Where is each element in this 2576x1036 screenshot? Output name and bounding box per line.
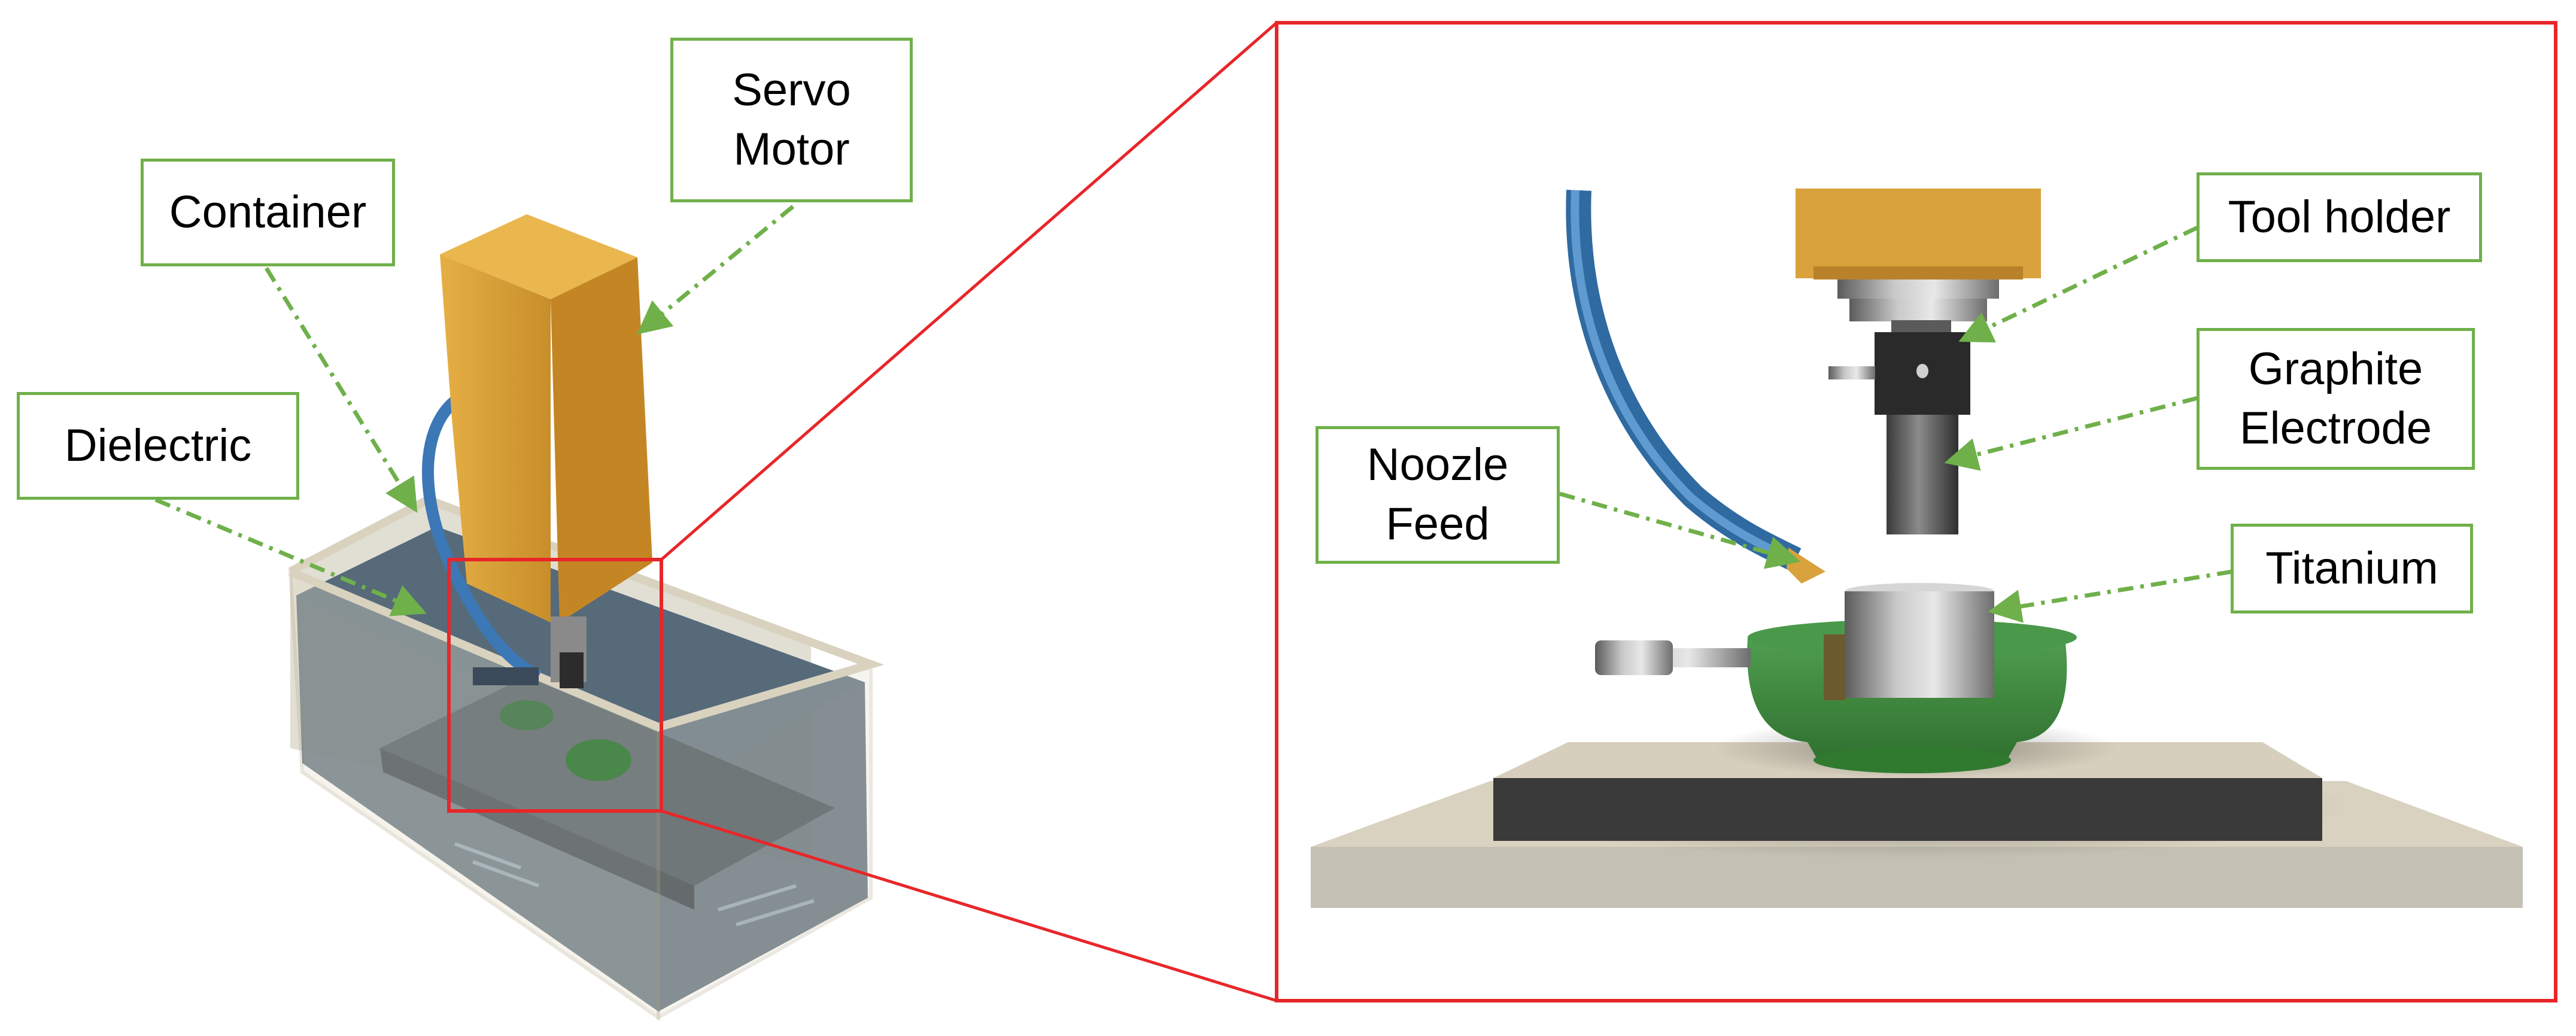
label-servo-motor-line2: Motor [733, 123, 850, 175]
vise-bottom [1813, 747, 2011, 773]
tool-holder-pin [1828, 366, 1875, 379]
inner-platform [380, 676, 835, 886]
arrow-noozle-feed [1559, 491, 1801, 569]
label-dielectric: Dielectric [17, 392, 299, 500]
glass-reflection [718, 884, 797, 912]
spindle-neck [1891, 320, 1951, 332]
label-container-text: Container [169, 186, 367, 238]
motor-head-bottom [1813, 266, 2023, 279]
label-dielectric-text: Dielectric [64, 420, 252, 471]
zoom-region-marker [447, 558, 663, 813]
label-graphite-electrode-line1: Graphite [2248, 343, 2423, 394]
label-titanium-text: Titanium [2265, 542, 2438, 594]
motor-head [1796, 189, 2041, 278]
mini-vise [500, 700, 554, 730]
spindle-collar [1837, 279, 1999, 299]
zoom-connector-top [660, 22, 1278, 561]
glass-reflection [472, 860, 540, 888]
servo-motor-top [440, 214, 637, 299]
mini-clamp [473, 667, 539, 685]
label-tool-holder: Tool holder [2197, 172, 2482, 262]
zoom-connector-bottom [661, 809, 1277, 1002]
label-container: Container [141, 159, 395, 266]
spindle-ring [1849, 299, 1987, 321]
container-assembly [288, 214, 885, 1021]
arrow-tool-holder [1958, 225, 2199, 343]
label-tool-holder-text: Tool holder [2228, 191, 2451, 242]
label-graphite-electrode: Graphite Electrode [2197, 328, 2475, 470]
mini-vise [566, 739, 631, 781]
label-noozle-feed: Noozle Feed [1316, 426, 1560, 564]
arrow-servo-motor [637, 205, 795, 335]
label-titanium: Titanium [2231, 524, 2473, 613]
label-noozle-feed-line2: Feed [1386, 499, 1490, 549]
inner-platform-side [380, 748, 694, 910]
glass-reflection [736, 899, 815, 926]
label-graphite-electrode-line2: Electrode [2239, 402, 2432, 454]
feed-tube-highlight [1570, 190, 1794, 564]
glass-reflection [454, 842, 522, 870]
mini-tool-holder [560, 652, 584, 688]
leader-arrows [154, 205, 2233, 623]
servo-motor-front [440, 254, 551, 622]
label-servo-motor-line1: Servo [732, 64, 851, 116]
vise-screw-cap [1595, 640, 1673, 675]
platform-front [1493, 778, 2322, 841]
servo-motor-side [551, 257, 652, 622]
mini-feed-tube [422, 396, 542, 682]
arrow-container [265, 267, 418, 513]
arrow-graphite-electrode [1944, 396, 2198, 471]
zoomed-assembly [1311, 189, 2523, 908]
graphite-electrode [1887, 415, 1958, 534]
arrow-dielectric [154, 497, 427, 616]
label-servo-motor: Servo Motor [670, 38, 913, 202]
label-noozle-feed-line1: Noozle [1366, 439, 1509, 491]
titanium-block [1845, 591, 1994, 698]
tool-holder-screw [1916, 364, 1928, 378]
arrow-titanium [1988, 569, 2233, 623]
vise-jaw [1824, 634, 1845, 700]
